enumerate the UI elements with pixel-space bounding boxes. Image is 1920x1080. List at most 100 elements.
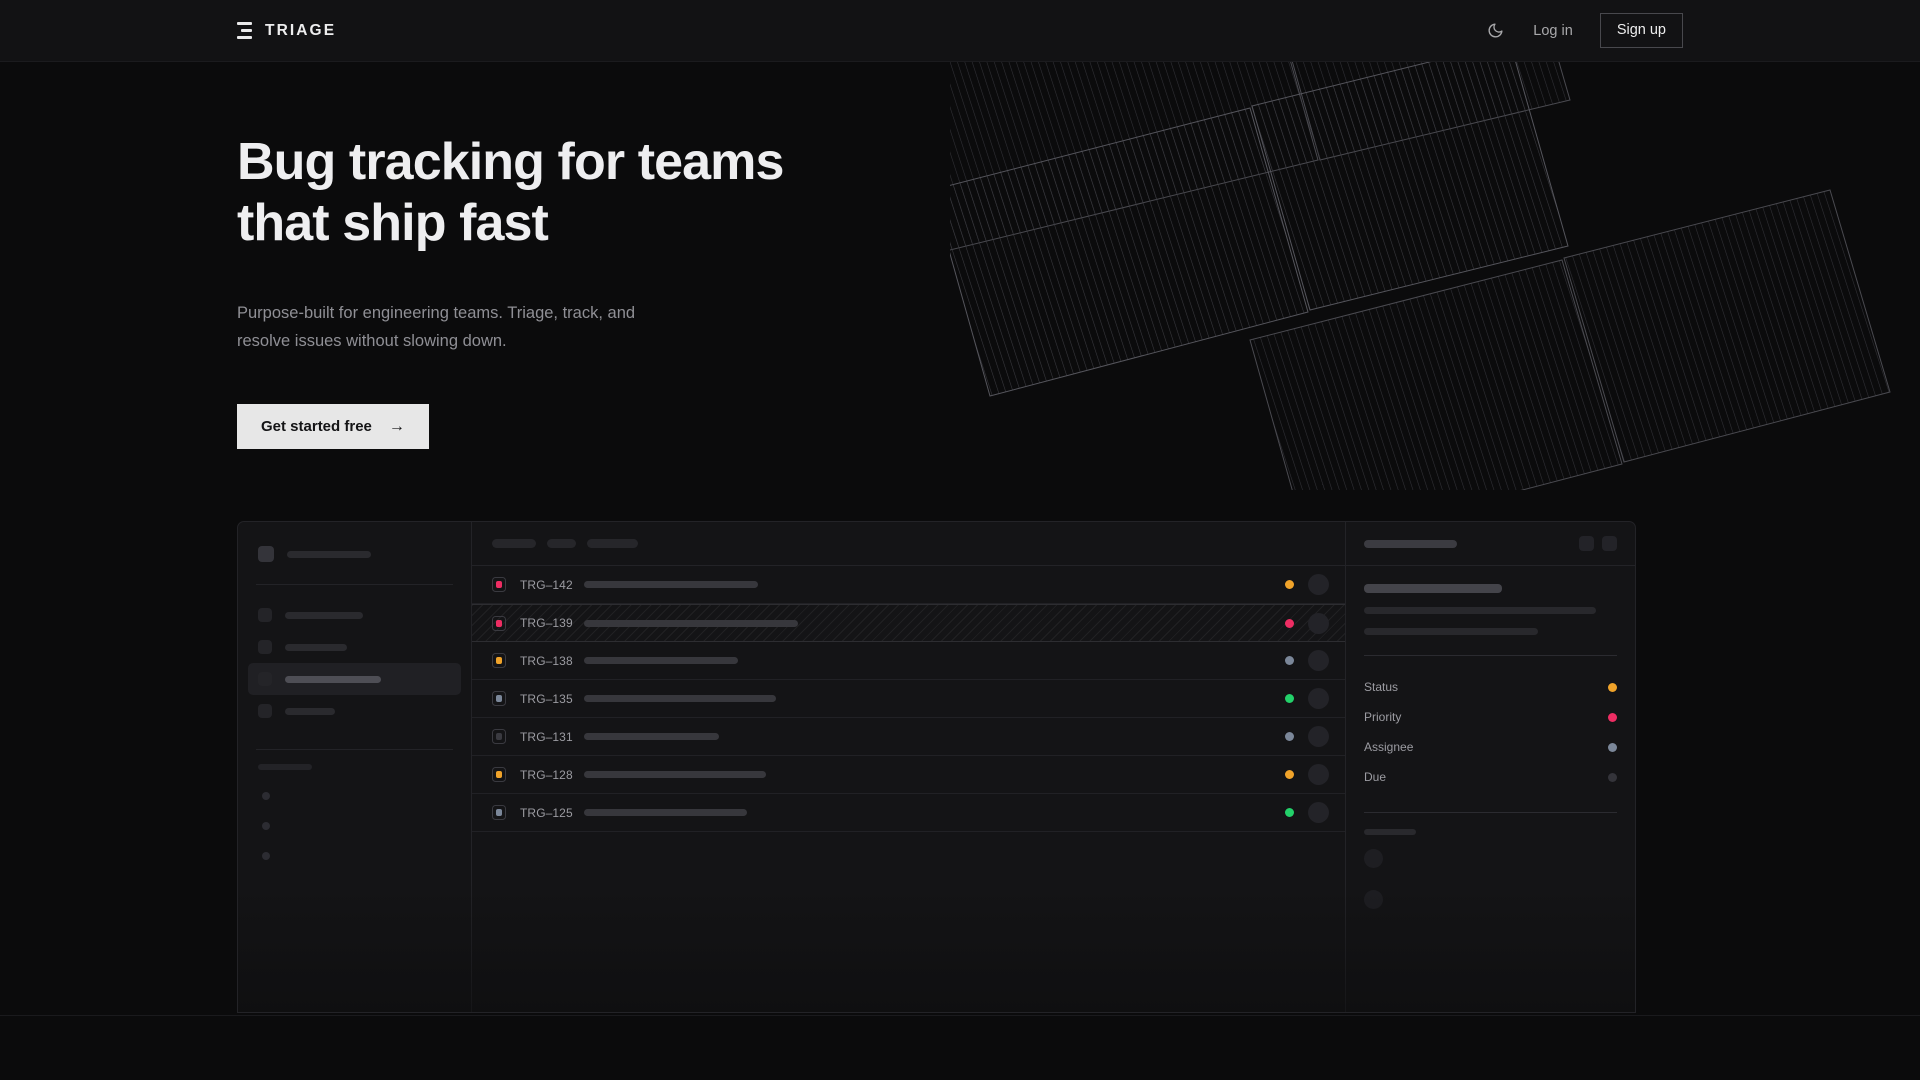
hero-subtitle: Purpose-built for engineering teams. Tri… xyxy=(237,299,717,356)
avatar xyxy=(1308,726,1329,747)
status-dot xyxy=(1285,770,1294,779)
issue-title-placeholder xyxy=(584,581,758,588)
issue-id: TRG–139 xyxy=(520,616,573,630)
meta-value-dot xyxy=(1608,742,1617,752)
issue-title-placeholder xyxy=(584,619,798,627)
issue-id: TRG–131 xyxy=(520,729,573,744)
sidebar-item-0[interactable] xyxy=(248,599,461,631)
site-header: TRIAGE Log in Sign up xyxy=(0,0,1920,62)
hero-subtitle-line-1: Purpose-built for engineering teams. Tri… xyxy=(237,303,636,322)
sidebar-item-label-placeholder xyxy=(285,643,347,651)
status-dot xyxy=(1285,732,1294,741)
detail-divider xyxy=(1364,655,1617,656)
status-dot xyxy=(1285,694,1294,703)
avatar xyxy=(1308,650,1329,671)
meta-label: Priority xyxy=(1364,710,1402,724)
meta-value-dot xyxy=(1608,772,1617,782)
filter-chip-0[interactable] xyxy=(492,539,536,548)
sidebar-item-1[interactable] xyxy=(248,631,461,663)
comment-avatar xyxy=(1364,849,1383,868)
meta-label: Due xyxy=(1364,770,1387,784)
table-row[interactable]: TRG–128 xyxy=(472,756,1345,794)
signup-button[interactable]: Sign up xyxy=(1599,13,1683,48)
sidebar-item-label-placeholder xyxy=(285,611,363,619)
detail-actions xyxy=(1579,536,1617,551)
meta-label: Assignee xyxy=(1364,740,1414,754)
table-row[interactable]: TRG–139 xyxy=(472,604,1345,642)
issue-title-placeholder xyxy=(584,657,738,664)
row-meta xyxy=(1285,574,1329,595)
get-started-label: Get started free xyxy=(261,418,372,436)
square-icon[interactable] xyxy=(1579,536,1594,551)
meta-row-status[interactable]: Status xyxy=(1364,672,1617,702)
sidebar-project-dot[interactable] xyxy=(262,822,270,830)
filter-chip-2[interactable] xyxy=(587,539,638,548)
sidebar-item-icon xyxy=(258,672,272,686)
table-row[interactable]: TRG–125 xyxy=(472,794,1345,832)
meta-row-due[interactable]: Due xyxy=(1364,762,1617,792)
moon-icon[interactable] xyxy=(1484,20,1506,42)
priority-badge xyxy=(492,577,506,592)
header-nav: Log in Sign up xyxy=(1484,13,1683,48)
issue-id: TRG–125 xyxy=(520,805,573,820)
meta-label: Status xyxy=(1364,680,1399,694)
issue-title-placeholder xyxy=(584,733,719,740)
issue-title-placeholder xyxy=(584,771,766,778)
preview-sidebar xyxy=(238,522,472,1012)
issue-id: TRG–128 xyxy=(520,767,573,782)
meta-row-assignee[interactable]: Assignee xyxy=(1364,732,1617,762)
issue-title-placeholder xyxy=(584,695,776,702)
square-icon[interactable] xyxy=(1602,536,1617,551)
workspace-switcher[interactable] xyxy=(256,542,453,562)
table-row[interactable]: TRG–131 xyxy=(472,718,1345,756)
sidebar-section-label xyxy=(258,764,312,770)
meta-row-priority[interactable]: Priority xyxy=(1364,702,1617,732)
row-meta xyxy=(1285,688,1329,709)
sidebar-project-dot[interactable] xyxy=(262,792,270,800)
table-row[interactable]: TRG–135 xyxy=(472,680,1345,718)
sidebar-item-label-placeholder xyxy=(285,675,381,683)
meta-value-dot xyxy=(1608,712,1617,722)
brand-logo[interactable]: TRIAGE xyxy=(237,22,336,40)
issue-list-filters xyxy=(472,522,1345,566)
sidebar-item-3[interactable] xyxy=(248,695,461,727)
sidebar-nav xyxy=(248,599,461,727)
hero-title-line-2: that ship fast xyxy=(237,193,549,252)
sidebar-item-2[interactable] xyxy=(248,663,461,695)
status-dot xyxy=(1285,580,1294,589)
comment-avatar xyxy=(1364,890,1383,909)
sidebar-project-dots xyxy=(256,792,453,860)
sidebar-item-icon xyxy=(258,608,272,622)
filter-chip-1[interactable] xyxy=(547,539,576,548)
comments-label-placeholder xyxy=(1364,829,1416,835)
detail-panel-header xyxy=(1346,522,1635,566)
sidebar-project-dot[interactable] xyxy=(262,852,270,860)
hero-section: Bug tracking for teams that ship fast Pu… xyxy=(0,62,1920,450)
arrow-right-icon: → xyxy=(388,417,405,435)
sidebar-item-label-placeholder xyxy=(285,707,335,715)
sidebar-divider-2 xyxy=(256,749,453,750)
meta-value-dot xyxy=(1608,682,1617,692)
status-dot xyxy=(1285,618,1294,628)
table-row[interactable]: TRG–138 xyxy=(472,642,1345,680)
priority-badge xyxy=(492,729,506,744)
sidebar-item-icon xyxy=(258,704,272,718)
avatar xyxy=(1308,802,1329,823)
get-started-button[interactable]: Get started free → xyxy=(237,404,429,450)
detail-line-0 xyxy=(1364,607,1596,614)
table-row[interactable]: TRG–142 xyxy=(472,566,1345,604)
priority-badge xyxy=(492,805,506,820)
hero-title-line-1: Bug tracking for teams xyxy=(237,133,784,191)
login-link[interactable]: Log in xyxy=(1533,22,1573,39)
detail-divider-2 xyxy=(1364,812,1617,813)
brand-name: TRIAGE xyxy=(265,21,337,39)
priority-badge xyxy=(492,767,506,782)
avatar xyxy=(1308,612,1329,634)
detail-description-placeholder xyxy=(1364,607,1617,635)
status-dot xyxy=(1285,656,1294,665)
hero-subtitle-line-2: resolve issues without slowing down. xyxy=(237,332,507,351)
